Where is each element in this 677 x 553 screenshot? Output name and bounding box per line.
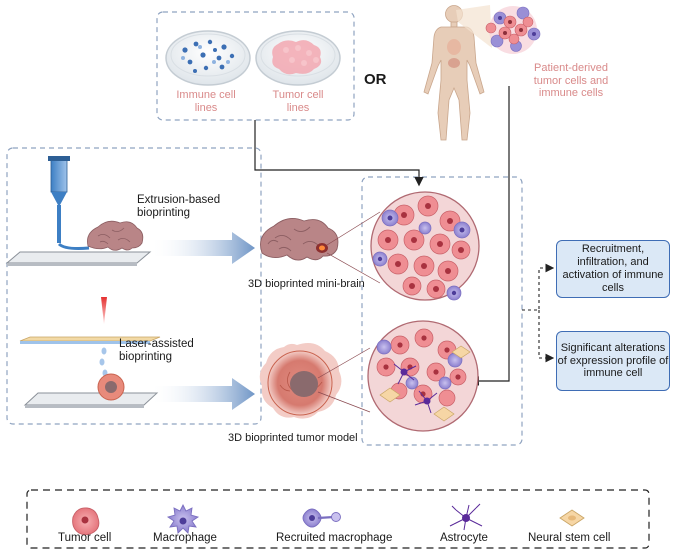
extrusion-bioprinter (5, 156, 152, 266)
immune-cell-lines-label: Immune cell lines (176, 89, 236, 114)
tumor-model-blob (259, 343, 342, 419)
legend-macrophage-icon (166, 503, 200, 534)
zoom-circle-tumor-model (367, 320, 479, 432)
extrusion-bioprinting-label: Extrusion-based bioprinting (137, 194, 221, 220)
legend-astrocyte-icon (449, 503, 483, 531)
mini-brain-label: 3D bioprinted mini-brain (248, 278, 365, 290)
immune-cell-dish (165, 30, 251, 86)
tumor-cell-dish (255, 30, 341, 86)
legend-neural-stem-cell-label: Neural stem cell (528, 532, 611, 544)
connector-patient-to-model (469, 86, 510, 386)
laser-bioprinting-label: Laser-assisted bioprinting (119, 338, 194, 364)
legend-macrophage-label: Macrophage (153, 532, 217, 544)
outcome-alterations-text: Significant alterations of expression pr… (557, 341, 669, 380)
model-zoom-frame (361, 176, 523, 446)
zoom-circle-minibrain (370, 191, 480, 301)
connector-to-outcomes (522, 263, 555, 363)
printed-brain-small (87, 220, 144, 251)
tumor-cell-lines-label: Tumor cell lines (272, 89, 324, 114)
tumor-model-label: 3D bioprinted tumor model (228, 432, 358, 444)
mini-brain (260, 217, 339, 261)
zoom-wedge (456, 5, 492, 48)
or-label: OR (364, 71, 387, 88)
arrow-laser-to-tumor (150, 378, 255, 410)
legend-neural-stem-cell-icon (559, 509, 585, 527)
outcome-recruitment: Recruitment, infiltration, and activatio… (556, 240, 670, 298)
bioprinting-methods-frame (6, 147, 262, 425)
legend-astrocyte-label: Astrocyte (440, 532, 488, 544)
legend-tumor-cell-label: Tumor cell (58, 532, 112, 544)
patient-derived-label: Patient-derived tumor cells and immune c… (533, 62, 609, 100)
laser-bioprinter (19, 297, 161, 408)
connector-dish-to-model (254, 120, 424, 187)
legend-recruited-macrophage-icon (302, 508, 341, 528)
legend-tumor-cell-icon (72, 507, 100, 536)
zoom-lines (317, 211, 381, 413)
patient-tumor-cluster (485, 6, 541, 54)
legend-recruited-macrophage-label: Recruited macrophage (276, 532, 393, 544)
outcome-alterations: Significant alterations of expression pr… (556, 331, 670, 391)
legend-frame (26, 489, 650, 549)
outcome-recruitment-text: Recruitment, infiltration, and activatio… (562, 243, 664, 294)
arrow-extrusion-to-minibrain (150, 232, 255, 264)
